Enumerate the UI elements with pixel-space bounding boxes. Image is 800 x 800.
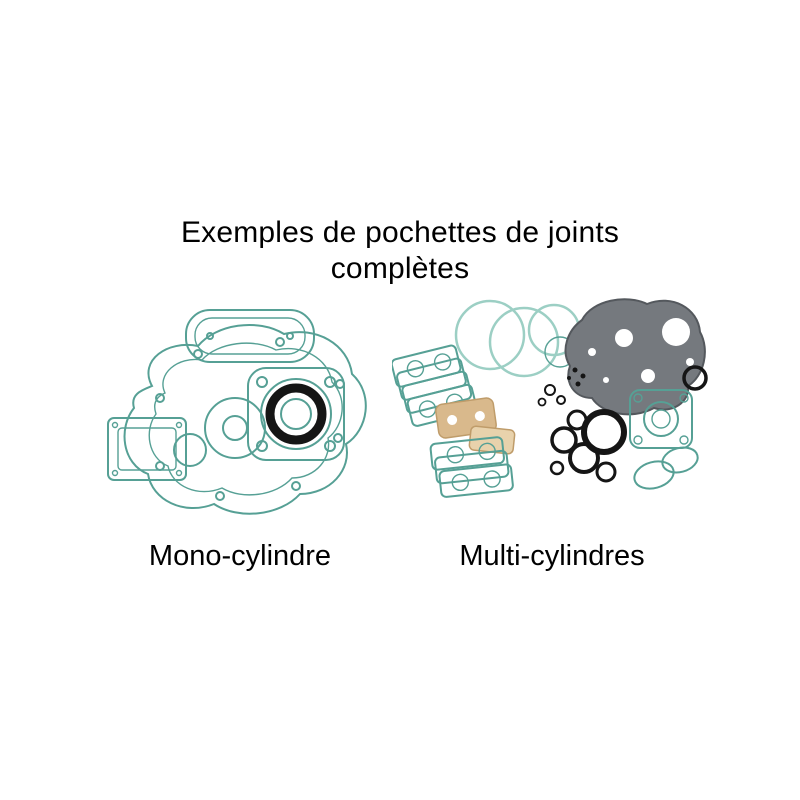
oring-cluster bbox=[549, 409, 627, 483]
exhaust-gaskets-stack bbox=[429, 436, 514, 498]
title-line-2: complètes bbox=[330, 252, 470, 285]
base-gasket bbox=[107, 417, 187, 481]
cylinder-base-gaskets bbox=[454, 299, 581, 378]
teal-oval-gaskets bbox=[633, 446, 699, 490]
multi-cylinder-gaskets-image bbox=[392, 298, 708, 498]
image-title: Exemples de pochettes de joints complète… bbox=[0, 215, 800, 287]
label-multi-cylindres: Multi-cylindres bbox=[459, 540, 645, 572]
head-gasket bbox=[247, 367, 345, 461]
label-mono-cylindre: Mono-cylindre bbox=[148, 540, 332, 572]
valve-cover-gasket bbox=[185, 309, 315, 363]
title-line-1: Exemples de pochettes de joints bbox=[180, 216, 620, 249]
teal-head-gasket-right bbox=[629, 365, 708, 449]
small-orings bbox=[537, 367, 586, 407]
mono-cylinder-gaskets-image bbox=[107, 309, 367, 515]
dark-crankcase-gasket bbox=[564, 298, 706, 416]
